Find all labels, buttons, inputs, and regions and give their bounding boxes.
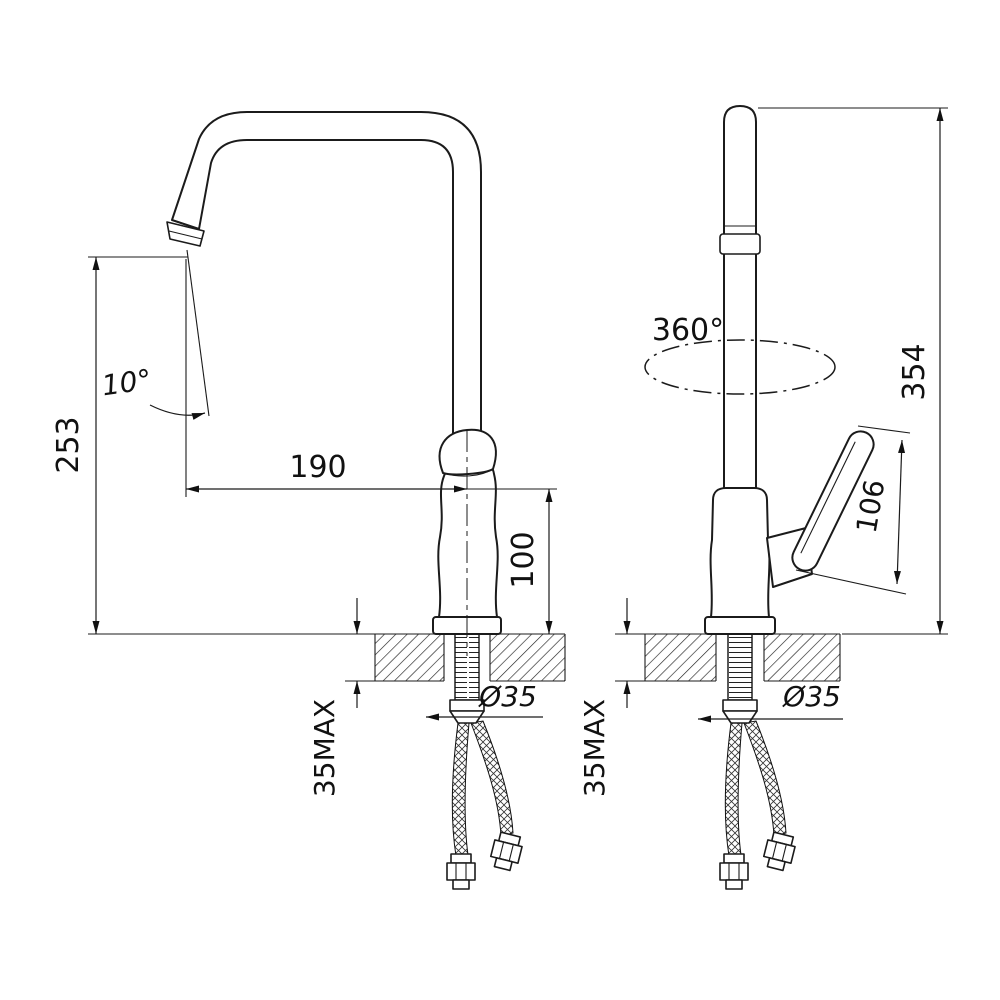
deck-hatch — [764, 634, 840, 681]
dim-354-label: 354 — [897, 343, 932, 400]
front-handle — [438, 428, 497, 476]
angle-arc — [149, 404, 206, 420]
hose-fitting — [719, 853, 749, 890]
swivel-360-label: 360° — [652, 313, 724, 348]
angle-10-label: 10° — [100, 363, 154, 403]
hose-fitting — [446, 853, 476, 890]
side-dimensions: 360° 354 106 35MAX Ø35 — [578, 107, 948, 797]
mounting-nut — [722, 699, 758, 712]
front-dimensions: 253 190 100 10° 35MAX Ø35 — [51, 256, 557, 797]
dim-106-label: 106 — [850, 477, 892, 535]
dim-100-label: 100 — [506, 531, 541, 588]
hose — [743, 720, 787, 837]
front-view — [166, 111, 566, 890]
swivel-ellipse — [644, 339, 836, 395]
front-deck-section — [374, 633, 566, 682]
side-hoses — [719, 720, 796, 890]
side-handle — [766, 430, 875, 588]
dim-line-106 — [893, 439, 906, 585]
aerator-ring — [719, 233, 761, 255]
side-shank — [722, 633, 758, 724]
aerator — [166, 221, 205, 247]
dim-253-label: 253 — [51, 416, 86, 473]
side-deck-section — [644, 633, 841, 682]
side-body — [709, 487, 771, 635]
deck-max-label-side: 35MAX — [578, 699, 611, 797]
front-hoses — [446, 720, 523, 890]
hose-fitting — [489, 831, 523, 872]
hose — [470, 720, 514, 837]
deck-hatch — [375, 634, 444, 681]
hole-dia-label-side: Ø35 — [782, 680, 841, 713]
hole-dia-label-front: Ø35 — [478, 680, 537, 713]
dim-190-label: 190 — [289, 450, 346, 485]
side-view — [644, 105, 875, 890]
hose — [451, 722, 470, 857]
hose-fitting — [762, 831, 796, 872]
spout-tube — [171, 111, 482, 479]
stream-line — [186, 249, 210, 417]
deck-hatch — [645, 634, 716, 681]
side-column — [723, 105, 757, 493]
deck-hatch — [490, 634, 565, 681]
deck-max-label-front: 35MAX — [308, 699, 341, 797]
hose — [724, 722, 743, 857]
base-flange — [704, 616, 776, 635]
